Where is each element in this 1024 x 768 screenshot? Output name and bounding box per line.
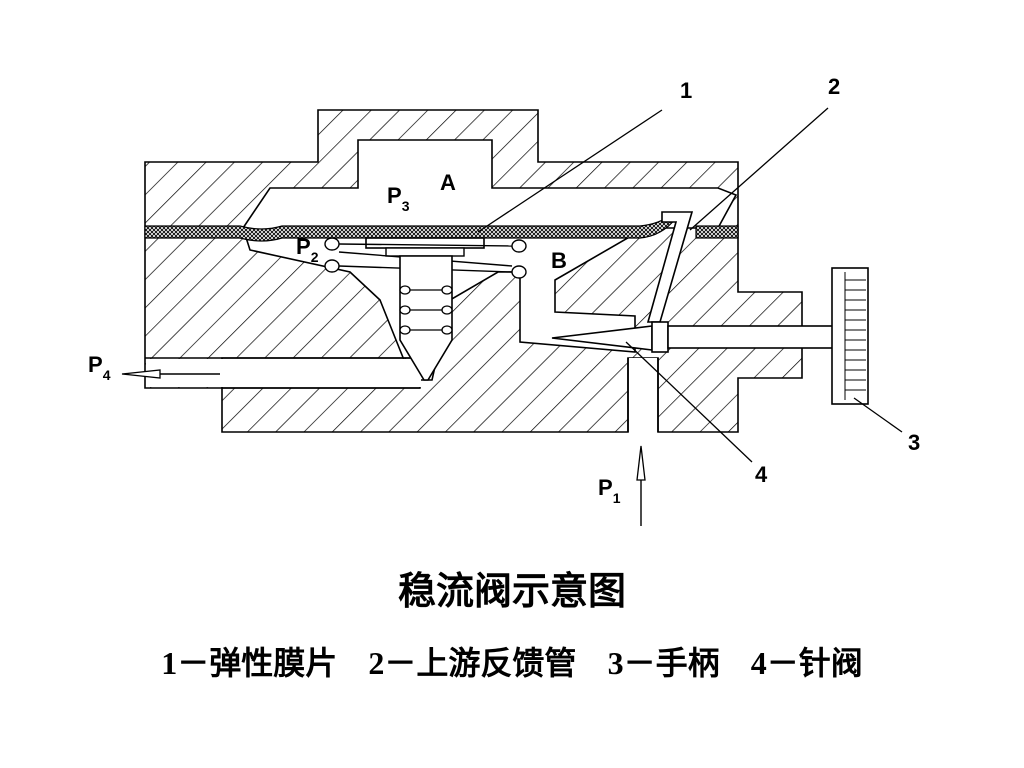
- legend-item-1: 1－弹性膜片: [161, 644, 338, 682]
- needle-collar: [651, 321, 669, 353]
- needle-shaft: [667, 325, 837, 349]
- valve-plug: [399, 255, 453, 381]
- handle: [831, 267, 869, 405]
- label-p2: P2: [296, 234, 319, 265]
- callout-4: 4: [755, 462, 768, 487]
- callout-3: 3: [908, 430, 920, 455]
- label-p4: P4: [88, 352, 111, 383]
- diaphragm-right: [695, 225, 739, 239]
- feedback-tube: [646, 211, 694, 323]
- legend-item-2: 2－上游反馈管: [368, 644, 577, 682]
- callout-lines: [477, 107, 903, 463]
- label-chamber-b: B: [551, 248, 567, 273]
- inner-spring: [399, 285, 453, 335]
- spring-seat: [365, 237, 485, 249]
- legend-item-4: 4－针阀: [750, 644, 863, 682]
- legend-item-3: 3－手柄: [607, 644, 720, 682]
- p4-arrow: [121, 369, 220, 379]
- callout-1: 1: [680, 78, 692, 103]
- label-chamber-a: A: [440, 170, 456, 195]
- diagram-title: 稳流阀示意图: [397, 569, 626, 613]
- p1-arrow: [636, 445, 646, 526]
- legend: 1－弹性膜片 2－上游反馈管 3－手柄 4－针阀: [0, 638, 1024, 684]
- callout-2: 2: [828, 74, 840, 99]
- valve-diagram: A B P3 P2 P4 P1 1 2 3 4: [88, 74, 920, 526]
- outlet-channel: [146, 359, 421, 387]
- inlet-channel: [629, 358, 657, 432]
- label-p1: P1: [598, 475, 621, 506]
- label-p3: P3: [387, 183, 410, 214]
